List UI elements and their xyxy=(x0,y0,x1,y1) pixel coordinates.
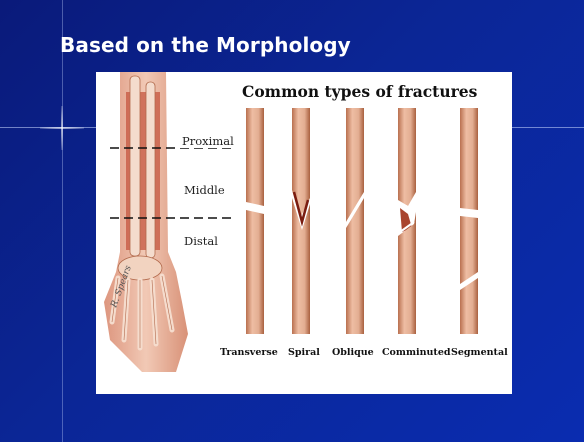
slide-title: Based on the Morphology xyxy=(60,33,351,57)
sparkle-icon xyxy=(40,106,84,150)
figure-title: Common types of fractures xyxy=(242,82,477,101)
fracture-types-figure: R. Spears xyxy=(96,72,512,394)
bone-comminuted xyxy=(398,108,416,334)
caption-comminuted: Comminuted xyxy=(382,347,451,358)
decorative-vertical-line xyxy=(62,0,63,442)
bone-spiral xyxy=(292,108,310,334)
zone-label-middle: Middle xyxy=(184,183,225,197)
caption-oblique: Oblique xyxy=(332,347,374,358)
zone-label-distal: Distal xyxy=(184,234,218,248)
zone-label-proximal: Proximal xyxy=(180,134,236,148)
bone-oblique xyxy=(346,108,364,334)
forearm-illustration xyxy=(104,72,188,372)
fracture-illustration: R. Spears xyxy=(96,72,512,394)
caption-spiral: Spiral xyxy=(288,347,320,358)
bone-segmental xyxy=(460,108,478,334)
caption-segmental: Segmental xyxy=(451,347,508,358)
caption-transverse: Transverse xyxy=(220,347,278,358)
bone-transverse xyxy=(246,108,264,334)
